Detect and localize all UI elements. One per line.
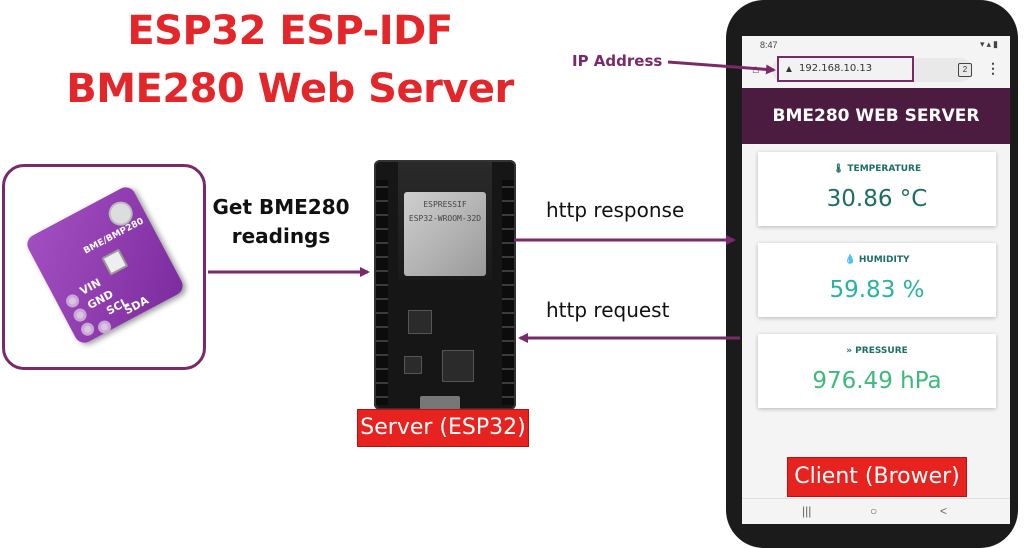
title-line-1: ESP32 ESP-IDF [127, 8, 453, 54]
board-chip-small [404, 356, 422, 374]
humidity-value: 59.83 % [829, 277, 925, 303]
tab-switcher-icon[interactable]: 2 [958, 63, 972, 77]
droplet-icon: 💧 [844, 255, 856, 265]
url-text: 192.168.10.13 [799, 63, 873, 74]
temperature-title: 🌡 TEMPERATURE [758, 164, 996, 174]
left-header-pins [376, 180, 388, 405]
temperature-label: TEMPERATURE [847, 164, 922, 174]
pressure-label: PRESSURE [855, 346, 908, 356]
recents-icon[interactable]: ||| [802, 504, 812, 518]
bme280-sensor-card: VIN GND SCL SDA BME/BMP280 [2, 164, 206, 370]
android-nav-bar: ||| ○ < [742, 498, 1010, 524]
status-bar: 8:47 ▾▴▮ [742, 36, 1010, 54]
humidity-label: HUMIDITY [858, 255, 910, 265]
status-icons: ▾▴▮ [980, 39, 1000, 49]
address-bar[interactable]: ▲ 192.168.10.13 [777, 56, 914, 82]
module-brand: ESPRESSIF [423, 200, 467, 209]
temperature-value: 30.86 °C [826, 186, 928, 212]
server-badge: Server (ESP32) [358, 410, 528, 446]
thermometer-icon: 🌡 [832, 164, 845, 174]
ip-address-arrow [667, 60, 776, 75]
http-response-label: http response [546, 198, 685, 222]
humidity-card: 💧 HUMIDITY 59.83 % [758, 243, 996, 317]
esp32-board: ESPRESSIF ESP32-WROOM-32D [374, 160, 516, 410]
esp32-wroom-module: ESPRESSIF ESP32-WROOM-32D [398, 162, 492, 280]
humidity-title: 💧 HUMIDITY [758, 255, 996, 265]
back-icon[interactable]: < [940, 504, 948, 518]
warning-icon: ▲ [784, 64, 794, 75]
status-time: 8:47 [760, 40, 778, 50]
page-header: BME280 WEB SERVER [742, 88, 1010, 144]
module-name: ESP32-WROOM-32D [408, 214, 482, 223]
menu-icon[interactable]: ⋮ [986, 60, 1000, 76]
home-button-icon[interactable]: ○ [870, 504, 878, 518]
client-badge: Client (Brower) [788, 458, 966, 496]
http-request-label: http request [546, 298, 670, 322]
temperature-card: 🌡 TEMPERATURE 30.86 °C [758, 152, 996, 226]
get-readings-label: Get BME280 readings [212, 195, 350, 248]
right-header-pins [502, 180, 514, 405]
phone-screen: 8:47 ▾▴▮ ⌂ ▲ 192.168.10.13 2 ⋮ BME280 WE… [742, 36, 1010, 524]
module-shield: ESPRESSIF ESP32-WROOM-32D [404, 192, 486, 276]
pressure-card: » PRESSURE 976.49 hPa [758, 334, 996, 408]
pressure-title: » PRESSURE [758, 346, 996, 356]
usb-port [420, 396, 460, 410]
pressure-value: 976.49 hPa [812, 368, 942, 394]
pressure-icon: » [846, 346, 853, 356]
board-chip [408, 310, 432, 334]
ip-address-label: IP Address [572, 52, 663, 70]
title-line-2: BME280 Web Server [66, 66, 514, 112]
usb-uart-chip [442, 350, 474, 382]
